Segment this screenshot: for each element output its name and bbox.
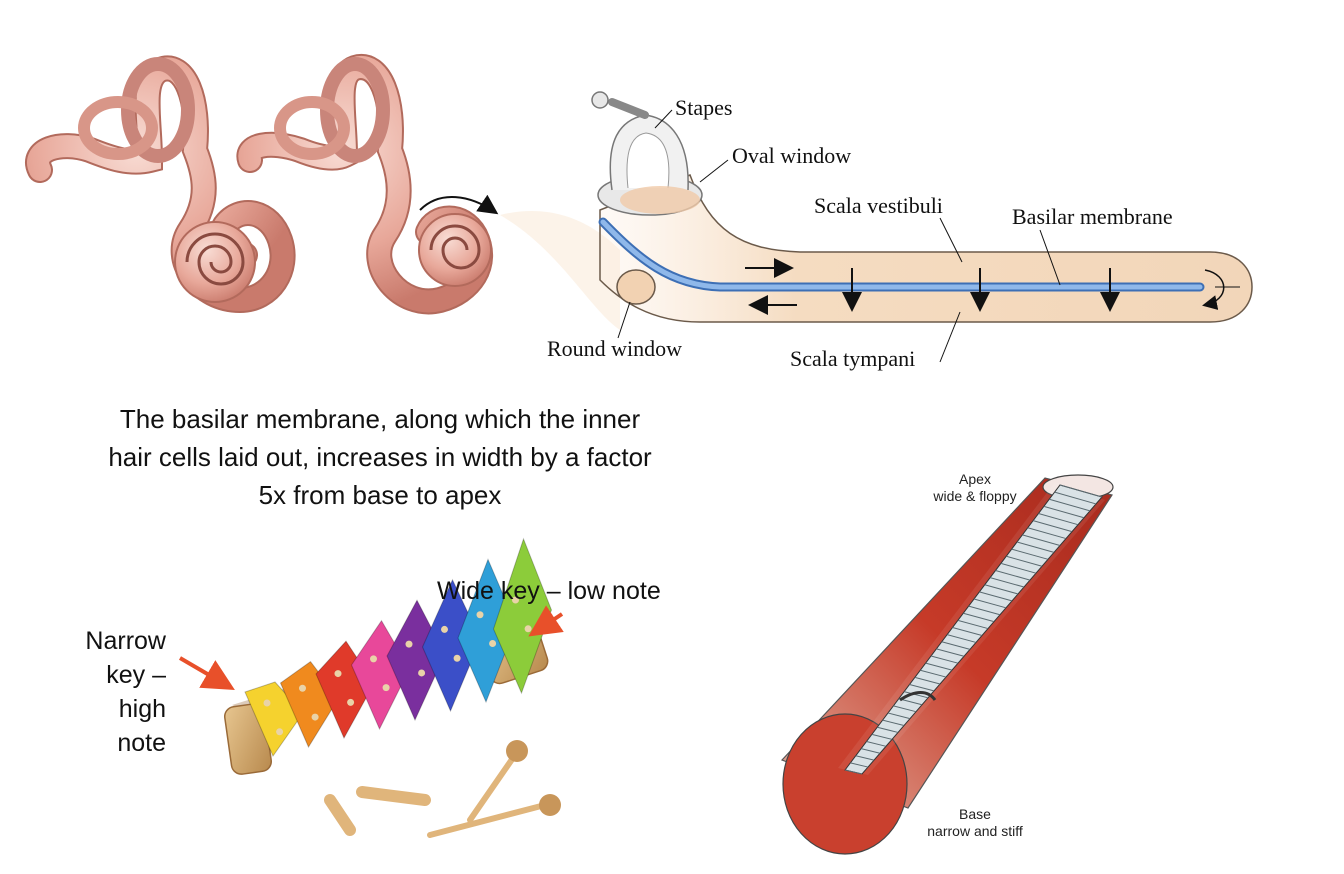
membrane-rung bbox=[914, 676, 941, 685]
label-stapes: Stapes bbox=[675, 95, 733, 120]
membrane-rung bbox=[877, 726, 899, 733]
membrane-rung bbox=[925, 662, 953, 671]
membrane-rung bbox=[995, 570, 1031, 581]
unrolled-cochlea-diagram bbox=[500, 91, 1253, 363]
membrane-rung bbox=[989, 577, 1025, 588]
xylophone-peg bbox=[418, 669, 426, 677]
membrane-rung bbox=[1038, 513, 1079, 526]
label-narrow-key-line-1: Narrow bbox=[85, 627, 166, 655]
label-basilar-membrane: Basilar membrane bbox=[1012, 204, 1173, 229]
membrane-rung bbox=[952, 627, 983, 636]
membrane-rung bbox=[973, 598, 1007, 609]
label-oval-window: Oval window bbox=[732, 143, 852, 168]
membrane-rung bbox=[1054, 491, 1097, 505]
membrane-rung bbox=[844, 769, 863, 775]
membrane-rung bbox=[861, 748, 881, 754]
label-apex-line-2: wide & floppy bbox=[933, 488, 1017, 504]
membrane-rung bbox=[1006, 555, 1043, 567]
xylophone-peg bbox=[263, 699, 271, 707]
xylophone-peg bbox=[311, 713, 319, 721]
inner-ear-illustration-1 bbox=[25, 55, 296, 314]
label-scala-vestibuli: Scala vestibuli bbox=[814, 193, 943, 218]
membrane-rung bbox=[941, 641, 971, 650]
label-round-window: Round window bbox=[547, 336, 683, 361]
membrane-rung bbox=[979, 591, 1013, 602]
membrane-rung bbox=[882, 719, 905, 727]
xylophone-peg bbox=[489, 640, 497, 648]
membrane-rung bbox=[968, 605, 1001, 616]
xylophone-peg bbox=[512, 596, 519, 604]
xylophone-peg bbox=[299, 684, 306, 692]
basilar-membrane-tube bbox=[780, 474, 1114, 855]
label-base-line-2: narrow and stiff bbox=[927, 823, 1023, 839]
label-scala-tympani: Scala tympani bbox=[790, 346, 916, 371]
membrane-rung bbox=[957, 619, 989, 630]
xylophone-peg bbox=[276, 728, 284, 736]
membrane-rung bbox=[930, 655, 959, 664]
label-narrow-key: Narrow key – high note bbox=[60, 624, 166, 760]
membrane-rung bbox=[909, 684, 935, 692]
label-narrow-key-line-3: high bbox=[118, 695, 166, 723]
membrane-rung bbox=[1011, 548, 1049, 560]
membrane-rung bbox=[984, 584, 1019, 595]
label-base: Base narrow and stiff bbox=[905, 806, 1045, 840]
xylophone-peg bbox=[524, 625, 532, 633]
label-narrow-key-line-2: key – bbox=[106, 661, 166, 689]
label-apex: Apex wide & floppy bbox=[905, 471, 1045, 505]
xylophone-illustration bbox=[178, 537, 564, 838]
xylophone-peg bbox=[370, 655, 377, 663]
membrane-rung bbox=[1043, 505, 1085, 519]
caption-line-1: The basilar membrane, along which the in… bbox=[119, 404, 641, 434]
membrane-rung bbox=[946, 634, 977, 643]
membrane-rung bbox=[1032, 520, 1073, 533]
caption-line-2: hair cells laid out, increases in width … bbox=[108, 442, 652, 472]
xylophone-peg bbox=[405, 640, 413, 648]
membrane-rung bbox=[963, 612, 995, 623]
label-apex-line-1: Apex bbox=[959, 471, 991, 487]
xylophone-peg bbox=[382, 684, 390, 692]
xylophone-peg bbox=[441, 625, 448, 633]
membrane-rung bbox=[893, 705, 917, 713]
xylophone-peg bbox=[476, 611, 484, 619]
membrane-rung bbox=[936, 648, 965, 657]
membrane-rung bbox=[1049, 498, 1091, 512]
membrane-rung bbox=[850, 762, 869, 768]
membrane-rung bbox=[871, 733, 893, 740]
membrane-rung bbox=[1022, 534, 1061, 546]
caption-line-3: 5x from base to apex bbox=[258, 480, 502, 510]
xylophone-peg bbox=[453, 654, 461, 662]
membrane-rung bbox=[920, 669, 947, 678]
label-narrow-key-line-4: note bbox=[117, 729, 166, 757]
label-wide-key: Wide key – low note bbox=[437, 577, 661, 605]
membrane-rung bbox=[887, 712, 911, 720]
membrane-rung bbox=[903, 691, 929, 699]
unroll-arrow bbox=[419, 194, 499, 215]
membrane-rung bbox=[1059, 484, 1103, 498]
inner-ear-illustration-2 bbox=[236, 54, 493, 315]
xylophone-peg bbox=[334, 670, 342, 678]
membrane-rung bbox=[855, 755, 875, 761]
caption: The basilar membrane, along which the in… bbox=[40, 400, 720, 514]
membrane-rung bbox=[866, 741, 887, 747]
xylophone-peg bbox=[347, 698, 355, 706]
label-base-line-1: Base bbox=[959, 806, 991, 822]
membrane-rung bbox=[1016, 541, 1055, 553]
membrane-rung bbox=[1000, 562, 1037, 574]
membrane-rung bbox=[1027, 527, 1067, 540]
